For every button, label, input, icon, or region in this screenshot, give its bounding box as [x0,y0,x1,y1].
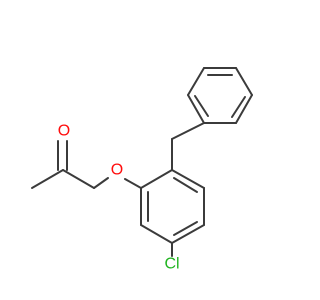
molecule-structure: O O Cl [31,67,253,273]
bond-benzyl-upper [171,122,205,140]
bond-carbonyl-to-methyl [31,169,64,189]
chlorine-label: Cl [164,256,179,273]
bond-ring-3 [171,224,205,244]
bond-ether-o-to-ch2 [93,177,109,189]
bond-phenyl-inner-3 [194,95,209,117]
bond-ring-to-ether-o [124,178,142,189]
chlorophenyl-ring [140,169,205,244]
ether-oxygen-label: O [111,162,123,179]
bond-ch2-to-carbonyl [62,169,95,189]
bond-ring-inner-2 [173,221,198,236]
phenyl-ring [187,67,253,124]
bond-phenyl-2 [235,67,253,96]
bond-phenyl-6 [187,67,205,96]
bond-ring-4 [140,224,173,244]
bond-ring-inner-1 [173,177,198,193]
bond-phenyl-inner-2 [231,96,246,118]
bond-phenyl-5 [187,94,205,124]
carbonyl-oxygen-label: O [58,123,70,140]
bond-phenyl-3 [235,94,253,124]
bond-ring-1 [171,169,205,189]
bond-ring-6 [140,169,173,189]
